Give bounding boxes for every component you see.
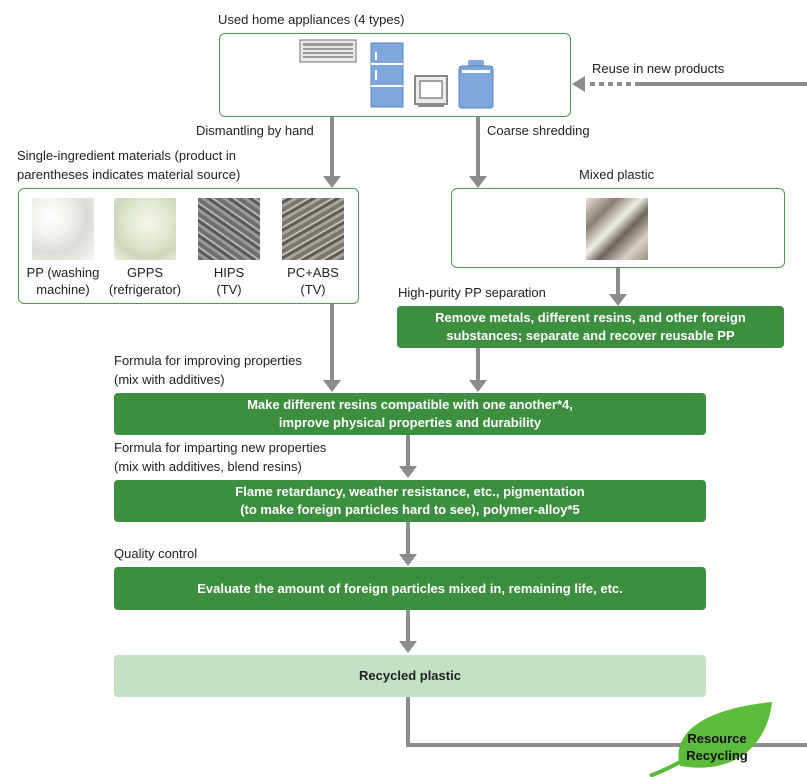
shred-label: Coarse shredding	[487, 123, 590, 138]
pcabs-sample-image	[282, 198, 344, 260]
improve-label-1: Formula for improving properties	[114, 353, 302, 368]
material-gpps-label: GPPS(refrigerator)	[108, 265, 182, 297]
pp-separation-label: High-purity PP separation	[398, 285, 546, 300]
appliances-title: Used home appliances (4 types)	[218, 12, 405, 27]
improve-box: Make different resins compatible with on…	[114, 393, 706, 435]
quality-box: Evaluate the amount of foreign particles…	[114, 567, 706, 610]
impart-box: Flame retardancy, weather resistance, et…	[114, 480, 706, 522]
impart-label-1: Formula for imparting new properties	[114, 440, 327, 455]
improve-label-2: (mix with additives)	[114, 372, 225, 387]
hips-sample-image	[198, 198, 260, 260]
single-materials-heading-2: parentheses indicates material source)	[17, 167, 241, 182]
mixed-plastic-image	[586, 198, 648, 260]
tv-icon	[414, 75, 448, 107]
leaf-icon	[649, 702, 772, 777]
material-pcabs-label: PC+ABS(TV)	[287, 265, 339, 297]
resource-recycling-label: Resource Recycling	[686, 731, 748, 763]
gpps-sample-image	[114, 198, 176, 260]
recycled-plastic-box: Recycled plastic	[114, 655, 706, 697]
appliances-box	[219, 33, 571, 117]
washing-machine-icon	[458, 60, 494, 109]
refrigerator-icon	[370, 42, 404, 108]
air-conditioner-icon	[299, 39, 357, 63]
reuse-label: Reuse in new products	[592, 61, 725, 76]
mixed-plastic-box	[451, 188, 785, 268]
pp-sample-image	[32, 198, 94, 260]
impart-label-2: (mix with additives, blend resins)	[114, 459, 302, 474]
single-materials-heading-1: Single-ingredient materials (product in	[17, 148, 236, 163]
mixed-plastic-label: Mixed plastic	[579, 167, 655, 182]
dismantle-label: Dismantling by hand	[196, 123, 314, 138]
material-hips-label: HIPS(TV)	[213, 265, 245, 297]
quality-label: Quality control	[114, 546, 198, 561]
pp-separation-box: Remove metals, different resins, and oth…	[397, 306, 784, 348]
